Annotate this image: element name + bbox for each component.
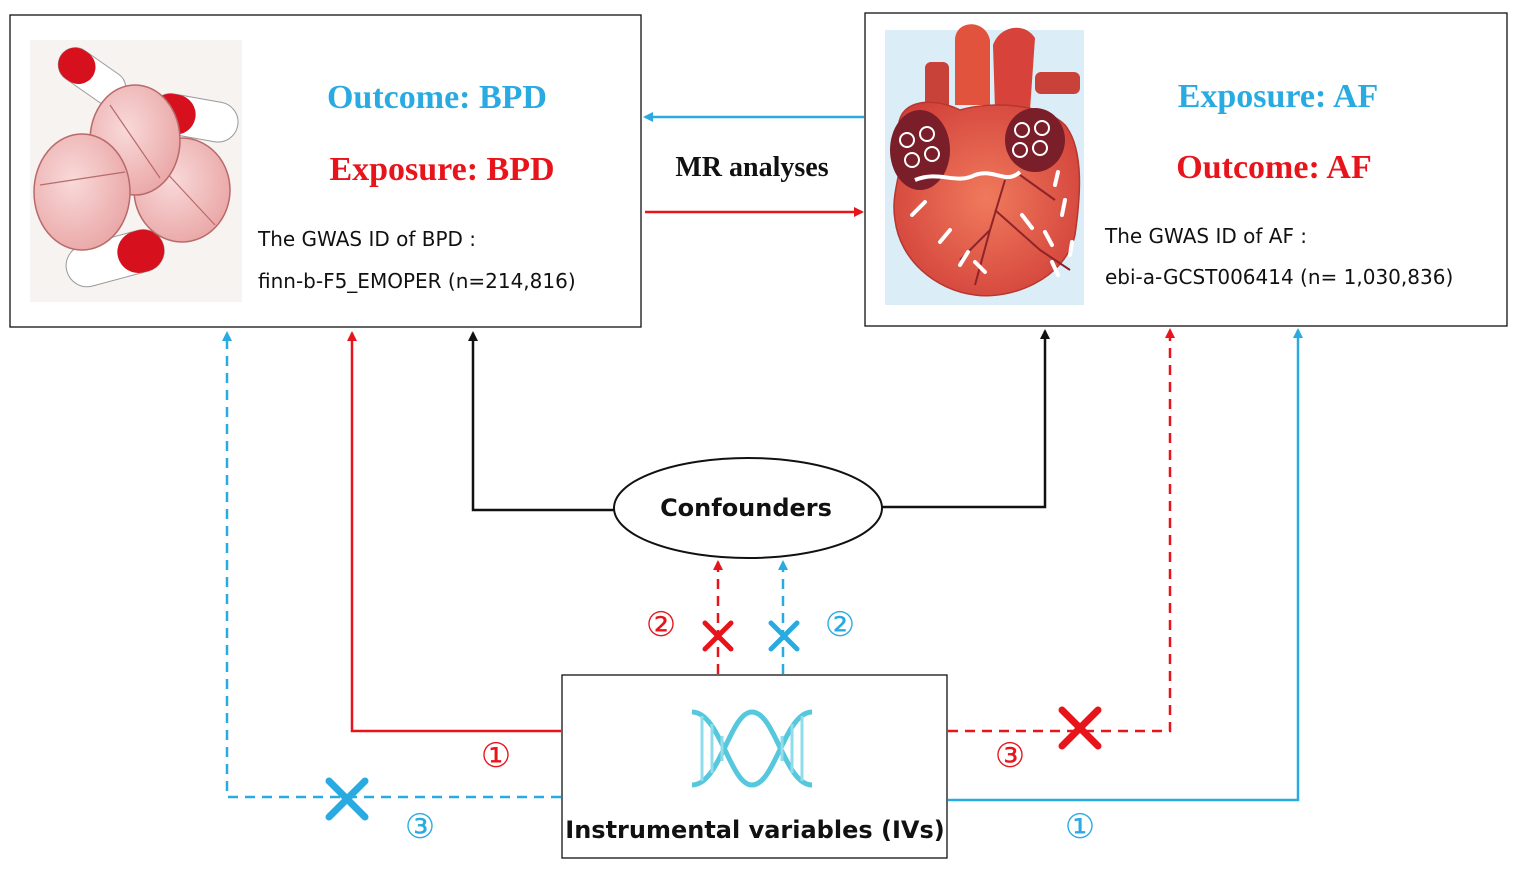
- dna-icon: [691, 709, 813, 788]
- bpd-exposure-label: Exposure: BPD: [329, 151, 554, 188]
- af-outcome-label: Outcome: AF: [1176, 149, 1371, 186]
- ivs-label: Instrumental variables (IVs): [565, 816, 944, 844]
- marker-red-two: ②: [646, 605, 676, 645]
- pills-icon: [30, 40, 242, 302]
- iv-to-af-exposure-path: [948, 328, 1303, 802]
- mr-analyses-label: MR analyses: [675, 152, 828, 183]
- bpd-outcome-label: Outcome: BPD: [327, 79, 547, 116]
- ivs-box: Instrumental variables (IVs): [561, 674, 948, 859]
- confounders-label: Confounders: [660, 494, 832, 522]
- bpd-gwas-id: finn-b-F5_EMOPER (n=214,816): [258, 269, 576, 293]
- confounder-to-bpd-arrow: [468, 331, 614, 512]
- confounder-to-af-arrow: [882, 329, 1050, 509]
- blocked-x-red-af: [1058, 706, 1102, 750]
- af-gwas-title: The GWAS ID of AF :: [1104, 224, 1307, 248]
- heart-icon: [885, 24, 1084, 305]
- marker-blue-three: ③: [405, 807, 435, 847]
- blocked-x-blue-confounders: [768, 620, 800, 652]
- af-box: Exposure: AF Outcome: AF The GWAS ID of …: [864, 12, 1508, 327]
- marker-red-three: ③: [995, 736, 1025, 776]
- blocked-x-blue-bpd: [325, 777, 369, 821]
- af-gwas-id: ebi-a-GCST006414 (n= 1,030,836): [1105, 265, 1453, 289]
- iv-to-af-outcome-path: [948, 328, 1175, 733]
- marker-blue-one: ①: [1065, 807, 1095, 847]
- blocked-x-red-confounders: [702, 620, 734, 652]
- iv-to-bpd-exposure-path: [347, 331, 561, 733]
- bpd-gwas-title: The GWAS ID of BPD :: [257, 227, 476, 251]
- iv-to-bpd-outcome-path: [222, 331, 561, 799]
- marker-blue-two: ②: [825, 605, 855, 645]
- confounders-node: Confounders: [613, 457, 883, 559]
- bpd-box: Outcome: BPD Exposure: BPD The GWAS ID o…: [9, 14, 642, 328]
- af-exposure-label: Exposure: AF: [1178, 78, 1379, 115]
- marker-red-one: ①: [481, 736, 511, 776]
